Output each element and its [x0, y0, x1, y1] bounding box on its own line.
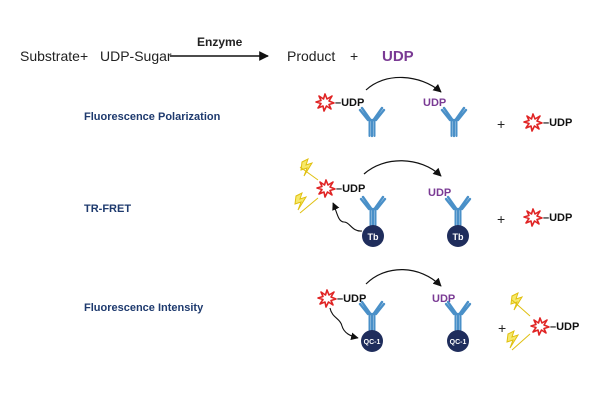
- row-fluorescence-polarization: Fluorescence Polarization –UDP UDP + –UD…: [84, 76, 572, 138]
- lightning-icon: [506, 330, 519, 349]
- bead-label: Tb: [453, 232, 464, 242]
- reaction-arrow-icon: [365, 76, 442, 93]
- energy-transfer-arrow-icon: [332, 202, 363, 232]
- assay-label: TR-FRET: [84, 203, 131, 215]
- bead-label: QC-1: [364, 339, 381, 346]
- fluorophore-star-icon: [523, 113, 543, 132]
- plus-sign: +: [497, 116, 505, 132]
- tracer-udp-label: –UDP: [337, 293, 366, 305]
- lightning-icon: [294, 192, 307, 211]
- qc1-bead: [447, 330, 469, 352]
- free-tracer-udp-label: –UDP: [543, 117, 572, 129]
- free-tracer-udp-label: –UDP: [543, 212, 572, 224]
- tracer-udp-label: –UDP: [336, 183, 365, 195]
- antibody-icon: [358, 106, 386, 138]
- tracer-udp-label: –UDP: [335, 97, 364, 109]
- product-udp-label: UDP: [428, 187, 451, 199]
- fluorophore-star-icon: [530, 317, 550, 336]
- antibody-icon: [444, 300, 472, 332]
- fluorophore-star-icon: [523, 208, 543, 227]
- antibody-icon: [359, 195, 387, 227]
- fluorophore-star-icon: [315, 93, 335, 112]
- plus-sign: +: [350, 48, 358, 64]
- bead-label: Tb: [368, 232, 379, 242]
- excitation-line: [299, 166, 319, 181]
- row-fluorescence-intensity: Fluorescence Intensity –UDP QC-1 UDP QC-…: [84, 269, 579, 352]
- quench-arrow-icon: [329, 307, 359, 341]
- udp-product-label: UDP: [382, 48, 414, 65]
- fluorophore-star-icon: [317, 289, 337, 308]
- product-label: Product: [287, 48, 335, 64]
- excitation-line: [511, 299, 531, 317]
- assay-label: Fluorescence Polarization: [84, 111, 221, 123]
- enzyme-label: Enzyme: [197, 35, 243, 49]
- free-tracer-udp-label: –UDP: [550, 321, 579, 333]
- product-udp-label: UDP: [423, 97, 446, 109]
- product-udp-label: UDP: [432, 293, 455, 305]
- reaction-arrow-icon: [365, 269, 442, 287]
- tb-bead: [362, 225, 384, 247]
- plus-sign: +: [498, 320, 506, 336]
- reaction-equation: Substrate + UDP-Sugar Enzyme Product + U…: [20, 35, 414, 65]
- excitation-line: [299, 197, 319, 214]
- antibody-icon: [440, 106, 468, 138]
- row-tr-fret: TR-FRET –UDP Tb UDP Tb + –UDP: [84, 158, 572, 247]
- excitation-line: [511, 333, 531, 351]
- fluorophore-star-icon: [316, 179, 336, 198]
- antibody-icon: [358, 300, 386, 332]
- plus-sign: +: [80, 48, 88, 64]
- udp-sugar-label: UDP-Sugar: [100, 48, 172, 64]
- plus-sign: +: [497, 211, 505, 227]
- reaction-arrow-icon: [363, 160, 442, 177]
- antibody-icon: [444, 195, 472, 227]
- lightning-icon: [300, 158, 313, 177]
- qc1-bead: [361, 330, 383, 352]
- bead-label: QC-1: [450, 339, 467, 346]
- assay-label: Fluorescence Intensity: [84, 302, 204, 314]
- tb-bead: [447, 225, 469, 247]
- substrate-label: Substrate: [20, 48, 80, 64]
